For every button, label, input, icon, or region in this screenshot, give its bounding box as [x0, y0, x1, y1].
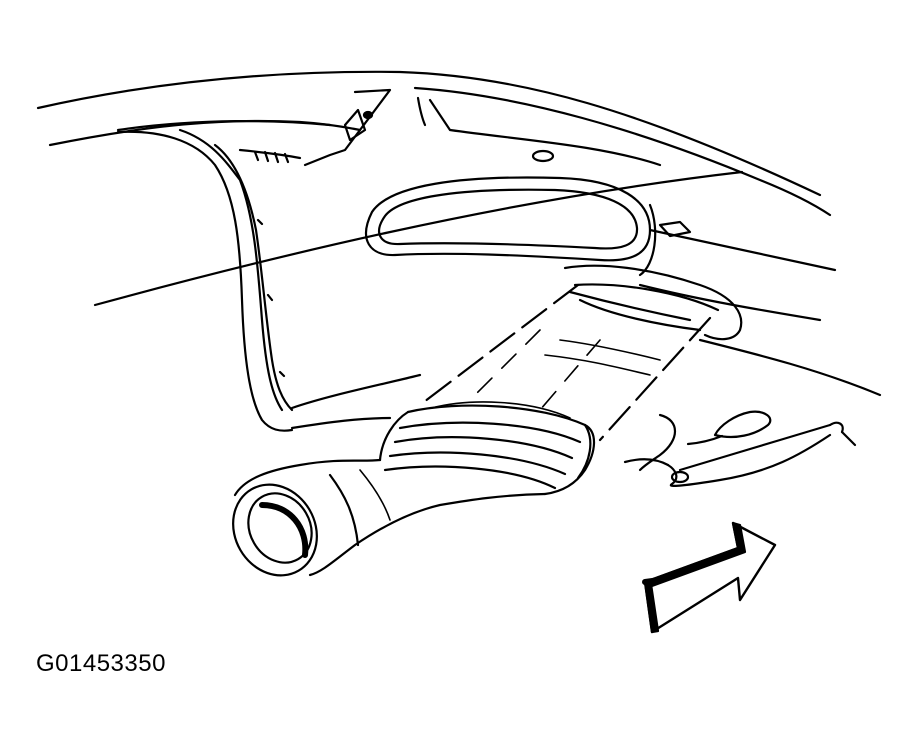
figure-id-label: G01453350: [36, 650, 166, 677]
air-duct-body: [420, 285, 710, 440]
defroster-outlet: [366, 151, 690, 275]
left-panel-edge: [118, 130, 292, 431]
block-arrow-icon: [645, 523, 775, 632]
dash-outline: [38, 72, 830, 215]
dash-crease-lines: [95, 172, 880, 428]
duct-upper-connector: [565, 266, 741, 339]
mounting-bracket: [625, 412, 855, 486]
duct-nozzle: [217, 460, 545, 591]
duct-bellows: [380, 402, 594, 494]
